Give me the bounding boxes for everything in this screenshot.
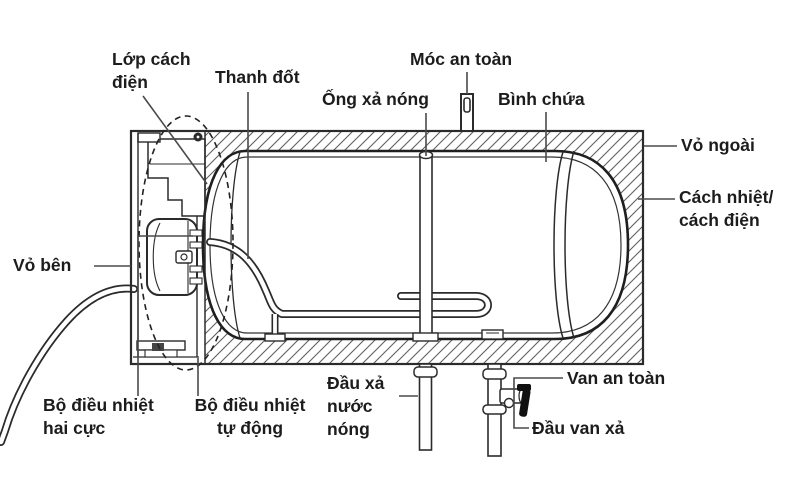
- label-outer-shell: Vỏ ngoài: [681, 135, 755, 155]
- heating-element: [206, 238, 492, 342]
- hot-discharge-pipe: [412, 150, 439, 342]
- leader-lines: [94, 72, 677, 429]
- leader-van-an-toan: [513, 377, 563, 429]
- label-hot-discharge-pipe: Ống xả nóng: [322, 89, 429, 109]
- leader-lop-cach-dien: [142, 95, 208, 185]
- screw-center: [196, 135, 200, 139]
- label-side-shell: Vỏ bên: [13, 255, 72, 275]
- label-auto-thermostat: Bộ điều nhiệt tự động: [194, 395, 306, 438]
- safety-valve-pipe: [482, 363, 531, 457]
- detail-ellipse: [138, 115, 234, 371]
- thermostat-body: [146, 218, 203, 296]
- label-thermal-insulation: Cách nhiệt/ cách điện: [679, 187, 774, 230]
- tank-bottom-fitting: [481, 329, 504, 340]
- label-tank: Bình chứa: [498, 89, 585, 109]
- drain-port: [503, 397, 515, 409]
- label-hot-water-outlet: Đầu xả nước nóng: [327, 373, 385, 439]
- outlet-pipe: [413, 363, 438, 451]
- outer-casing: [129, 129, 645, 366]
- power-cable: [0, 284, 138, 446]
- tank: [201, 149, 630, 341]
- label-drain-valve-head: Đầu van xả: [532, 418, 625, 438]
- label-safety-valve: Van an toàn: [567, 368, 666, 388]
- leader-hai-cuc: [137, 235, 193, 396]
- label-bipolar-thermostat: Bộ điều nhiệt hai cực: [43, 395, 154, 438]
- safety-hook: [460, 93, 474, 132]
- label-insulation-layer: Lớp cách điện: [112, 49, 191, 92]
- valve-lever-icon: [519, 388, 531, 417]
- label-safety-hook: Móc an toàn: [410, 49, 513, 69]
- label-heating-rod: Thanh đốt: [215, 67, 300, 87]
